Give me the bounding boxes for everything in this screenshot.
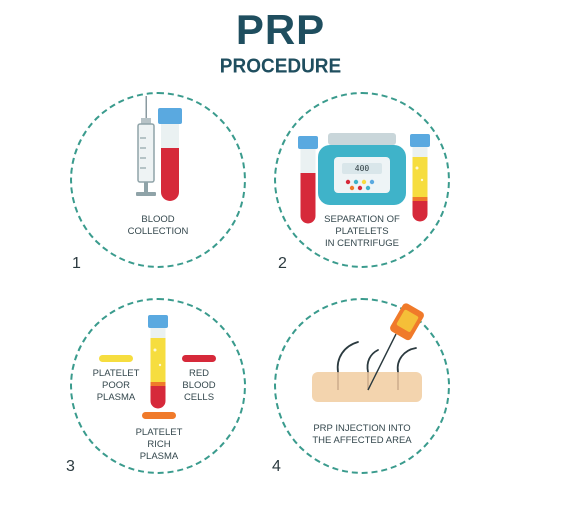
separated-tube-icon: [148, 315, 168, 409]
step-2-ring: [274, 92, 450, 268]
test-tube-blood-icon: [298, 136, 318, 224]
centrifuge-icon: [318, 133, 406, 205]
step-3-ring: [70, 298, 246, 474]
platelet-poor-swatch: [99, 355, 133, 362]
syringe-icon: [136, 96, 156, 196]
platelet-poor-label: PLATELET POOR PLASMA: [92, 368, 140, 403]
step-3-number: 3: [66, 458, 75, 475]
step-2-caption: SEPARATION OF PLATELETS IN CENTRIFUGE: [324, 214, 400, 249]
red-cells-swatch: [182, 355, 216, 362]
step-4-caption: PRP INJECTION INTO THE AFFECTED AREA: [312, 423, 412, 446]
diagram-subtitle: PROCEDURE: [219, 55, 342, 78]
step-2-number: 2: [278, 255, 287, 272]
red-cells-label: RED BLOOD CELLS: [182, 368, 216, 403]
skin-icon: [312, 341, 422, 402]
needle-icon: [367, 303, 424, 391]
step-1-number: 1: [72, 255, 81, 272]
diagram-title: PRP: [235, 6, 326, 53]
test-tube-icon: [158, 108, 182, 201]
step-1-ring: [70, 92, 246, 268]
centrifuge-display: 400: [354, 164, 370, 173]
step-4-number: 4: [272, 458, 281, 475]
test-tube-separated-icon: [410, 134, 430, 222]
step-1-caption: BLOOD COLLECTION: [127, 214, 189, 237]
step-4-ring: [274, 298, 450, 474]
platelet-rich-label: PLATELET RICH PLASMA: [135, 427, 183, 462]
platelet-rich-swatch: [142, 412, 176, 419]
